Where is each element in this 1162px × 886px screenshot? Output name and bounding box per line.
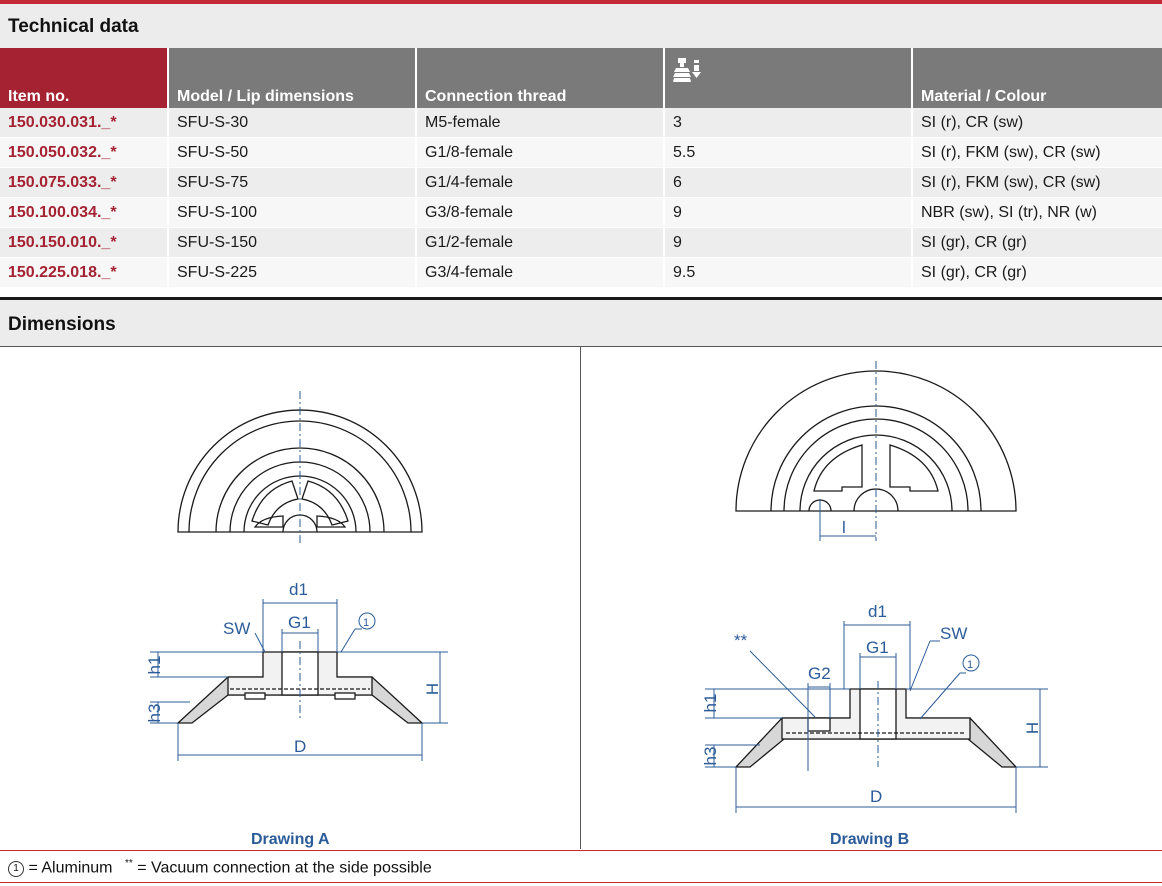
- weight-cell: 3: [663, 108, 912, 138]
- connection-thread-cell: G1/2-female: [415, 227, 664, 258]
- connection-thread-cell: G1/8-female: [415, 137, 664, 168]
- label-l: l: [842, 518, 846, 537]
- label-h1: h1: [145, 656, 164, 675]
- drawing-b-caption: Drawing B: [830, 831, 910, 848]
- footer-circle-number: 1: [13, 863, 19, 875]
- item-no-cell: 150.100.034._*: [0, 197, 168, 228]
- material-cell: SI (gr), CR (gr): [911, 257, 1162, 288]
- material-cell: SI (r), CR (sw): [911, 108, 1162, 138]
- drawing-b-panel: l: [581, 346, 1162, 849]
- model-cell: SFU-S-225: [167, 257, 416, 288]
- label-b-h1: h1: [701, 694, 720, 713]
- circle-1-icon: 1: [8, 861, 24, 878]
- label-g1: G1: [288, 613, 311, 632]
- header-weight: [663, 48, 912, 108]
- item-no-cell: 150.075.033._*: [0, 167, 168, 198]
- label-b-circle-1: 1: [967, 659, 973, 671]
- footer-aluminum: = Aluminum: [28, 859, 113, 877]
- weight-cell: 9: [663, 197, 912, 228]
- label-b-stars: **: [734, 631, 748, 650]
- suction-cup-weight-icon: [673, 58, 701, 82]
- connection-thread-cell: G3/4-female: [415, 257, 664, 288]
- top-rule: [0, 0, 1162, 4]
- label-b-D: D: [870, 787, 882, 806]
- footer-vacuum: = Vacuum connection at the side possible: [137, 859, 432, 877]
- label-b-sw: SW: [940, 624, 967, 643]
- connection-thread-cell: M5-female: [415, 108, 664, 138]
- header-item-no: Item no.: [0, 48, 168, 108]
- technical-data-band: [0, 4, 1162, 48]
- footer-bottom-rule: [0, 882, 1162, 883]
- label-b-h3: h3: [701, 747, 720, 766]
- weight-cell: 6: [663, 167, 912, 198]
- model-cell: SFU-S-75: [167, 167, 416, 198]
- connection-thread-cell: G1/4-female: [415, 167, 664, 198]
- connection-thread-cell: G3/8-female: [415, 197, 664, 228]
- header-connection-thread: Connection thread: [415, 48, 664, 108]
- label-d1: d1: [289, 580, 308, 599]
- model-cell: SFU-S-50: [167, 137, 416, 168]
- header-model: Model / Lip dimensions: [167, 48, 416, 108]
- technical-data-table: Item no. Model / Lip dimensions Connecti…: [0, 48, 1162, 288]
- footer-note: 1 = Aluminum ** = Vacuum connection at t…: [8, 858, 432, 878]
- weight-cell: 9: [663, 227, 912, 258]
- label-b-g1: G1: [866, 638, 889, 657]
- dimensions-band: [0, 300, 1162, 346]
- material-cell: SI (r), FKM (sw), CR (sw): [911, 137, 1162, 168]
- item-no-cell: 150.050.032._*: [0, 137, 168, 168]
- label-sw: SW: [223, 619, 250, 638]
- drawing-a-caption: Drawing A: [251, 831, 330, 848]
- item-no-cell: 150.150.010._*: [0, 227, 168, 258]
- item-no-cell: 150.030.031._*: [0, 108, 168, 138]
- label-b-H: H: [1023, 722, 1042, 734]
- footer-stars: **: [124, 858, 133, 869]
- section-divider: [0, 297, 1162, 300]
- model-cell: SFU-S-100: [167, 197, 416, 228]
- label-circle-1: 1: [363, 617, 369, 629]
- table-header-row: Item no. Model / Lip dimensions Connecti…: [0, 48, 1162, 108]
- material-cell: SI (gr), CR (gr): [911, 227, 1162, 258]
- label-b-g2: G2: [808, 664, 831, 683]
- dimensions-title: Dimensions: [8, 314, 116, 335]
- material-cell: SI (r), FKM (sw), CR (sw): [911, 167, 1162, 198]
- drawing-a: d1 G1 SW D 1 h1 h3 H: [145, 391, 448, 761]
- model-cell: SFU-S-30: [167, 108, 416, 138]
- weight-cell: 5.5: [663, 137, 912, 168]
- label-D: D: [294, 737, 306, 756]
- drawing-b: l: [701, 361, 1048, 813]
- footer-top-rule: [0, 850, 1162, 851]
- header-material: Material / Colour: [911, 48, 1162, 108]
- weight-cell: 9.5: [663, 257, 912, 288]
- label-b-d1: d1: [868, 602, 887, 621]
- label-h3: h3: [145, 704, 164, 723]
- drawing-a-panel: d1 G1 SW D 1 h1 h3 H Drawing A: [0, 346, 581, 849]
- material-cell: NBR (sw), SI (tr), NR (w): [911, 197, 1162, 228]
- model-cell: SFU-S-150: [167, 227, 416, 258]
- technical-data-title: Technical data: [8, 16, 139, 37]
- label-H: H: [423, 683, 442, 695]
- item-no-cell: 150.225.018._*: [0, 257, 168, 288]
